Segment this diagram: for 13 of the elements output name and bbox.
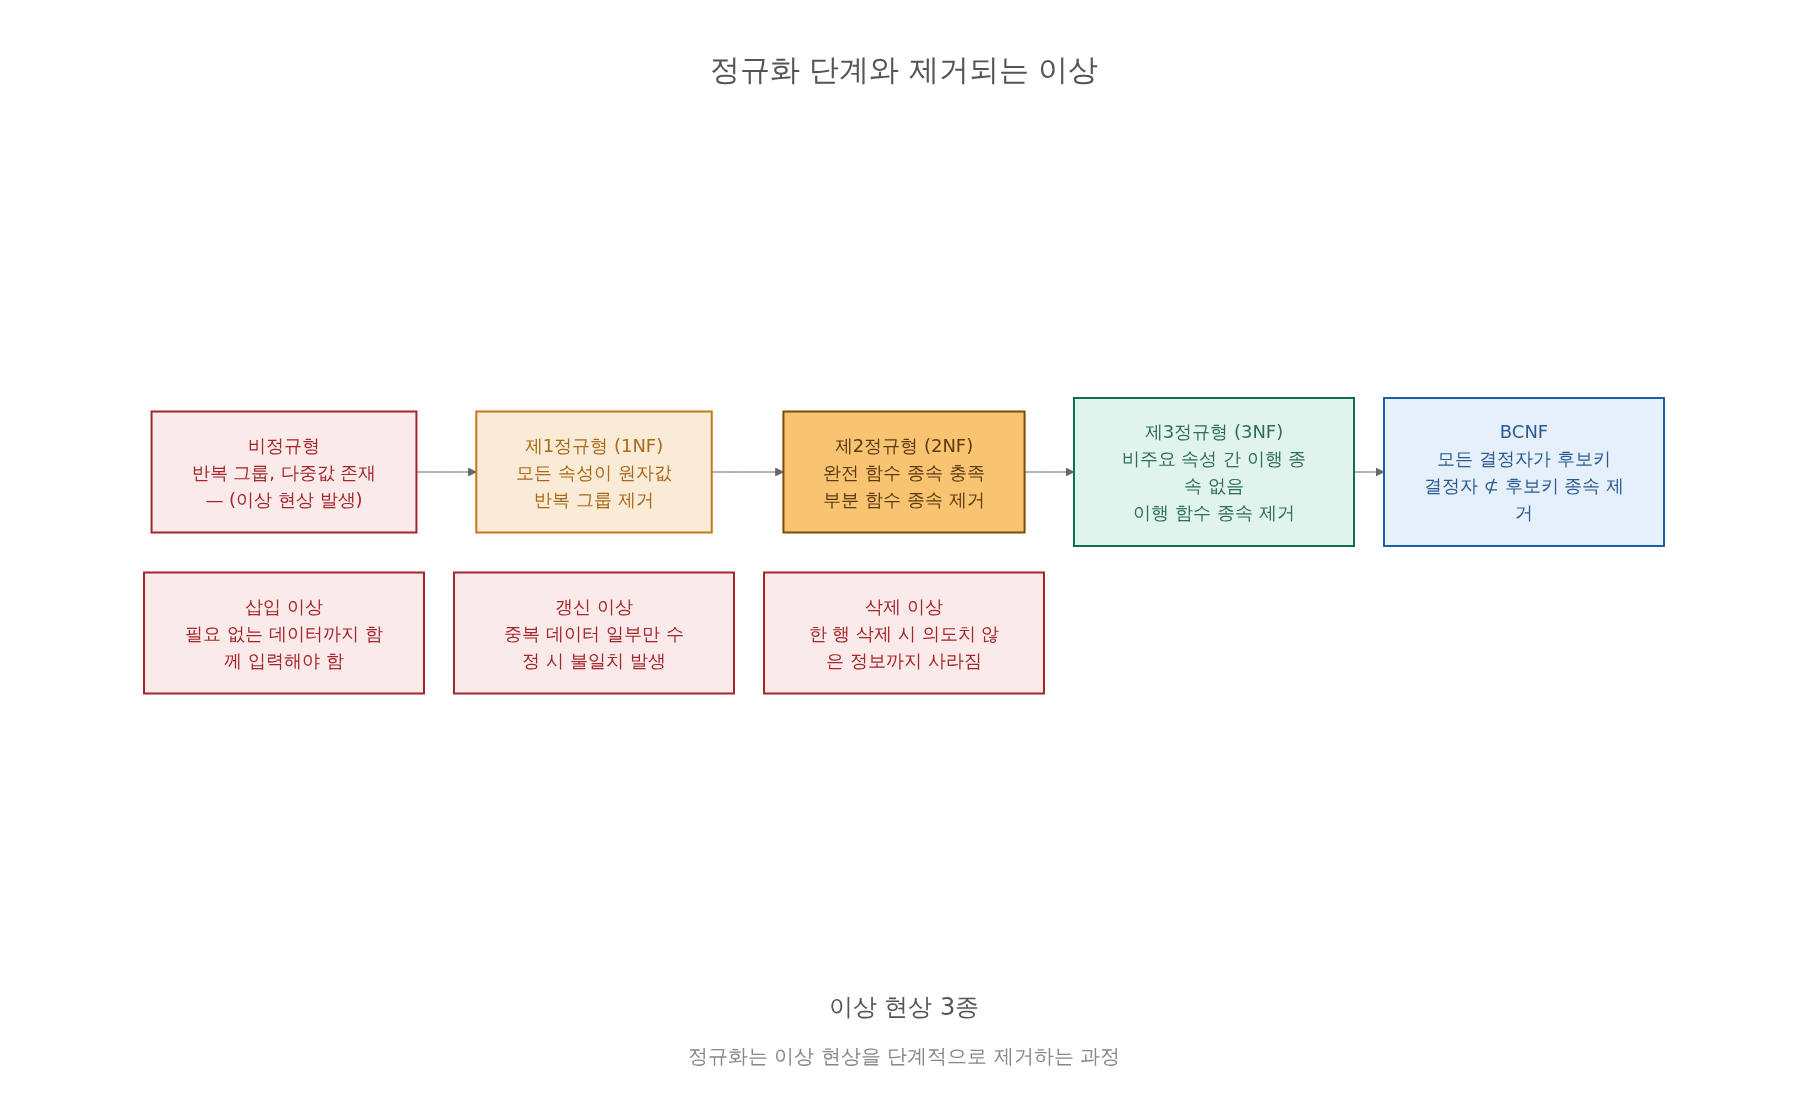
node-box: 제3정규형 (3NF) 비주요 속성 간 이행 종속 없음 이행 함수 종속 제거: [1073, 397, 1355, 548]
node-box: 삽입 이상 필요 없는 데이터까지 함께 입력해야 함: [143, 571, 425, 695]
arrow: [1024, 467, 1075, 477]
node-box: 제1정규형 (1NF) 모든 속성이 원자값 반복 그룹 제거: [475, 410, 713, 534]
arrow: [711, 467, 784, 477]
section-heading: 이상 현상 3종: [828, 992, 980, 1023]
node-box: 제2정규형 (2NF) 완전 함수 종속 충족 부분 함수 종속 제거: [782, 410, 1026, 534]
caption: 정규화는 이상 현상을 단계적으로 제거하는 과정: [688, 1043, 1120, 1070]
node-box: BCNF 모든 결정자가 후보키 결정자 ⊄ 후보키 종속 제거: [1383, 397, 1665, 548]
node-box: 갱신 이상 중복 데이터 일부만 수정 시 불일치 발생: [453, 571, 735, 695]
node-box: 삭제 이상 한 행 삭제 시 의도치 않은 정보까지 사라짐: [763, 571, 1045, 695]
node-box: 비정규형 반복 그룹, 다중값 존재 — (이상 현상 발생): [150, 410, 418, 534]
diagram-title: 정규화 단계와 제거되는 이상: [709, 51, 1099, 89]
